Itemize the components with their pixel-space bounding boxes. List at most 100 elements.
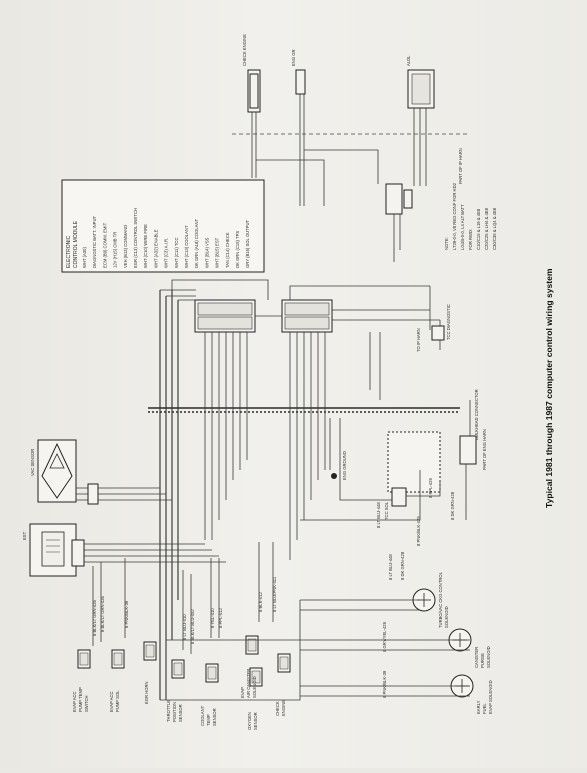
module-line: DIAGNOSTIC BATT. INPUT xyxy=(92,216,97,268)
component-label: OXYGEN xyxy=(247,712,252,730)
lt-blu-448-label: 8 LT BLU-448 xyxy=(376,502,381,528)
module-line: TAN (C14) CHECK xyxy=(225,232,230,268)
component-label: SENSOR xyxy=(253,712,258,730)
check-engine-label: CHECK ENGINE xyxy=(242,34,247,66)
component-label: TURBO/VAC CKG CONTROL xyxy=(438,571,443,628)
component-label: SOLENOID xyxy=(252,676,257,698)
module-line: ECM (B9) COMM. EMIT xyxy=(102,222,107,268)
module-line: 12V (H15) CMB TR xyxy=(113,232,118,268)
wire-label: 8 LT BLU-448 xyxy=(388,554,393,580)
wire-label: 8 BLK-412 xyxy=(258,592,263,612)
component-label: EARLY xyxy=(476,700,481,714)
bottom-wire-labels: 8 GRY/YEL-429 8 PNK/BLK-39 8 PNK/BLK-429 8 … xyxy=(382,516,421,698)
engine-ground-label: ENG GROUND xyxy=(342,451,347,480)
wire-label: 8 GRY/YEL-429 xyxy=(382,621,387,652)
vac-sensor-group: VAC SENSOR xyxy=(30,439,172,505)
eng-harness-label: PART OF ENG HARN xyxy=(482,429,487,470)
component-label: CHECK xyxy=(275,701,280,716)
wire-label: 8 PNK/BLK-39 xyxy=(124,600,129,628)
tcc-diagnostic-label: TCC DIAGNOSTIC xyxy=(446,304,451,340)
component-label: CANISTER xyxy=(474,647,479,668)
component-label: SOLENOID xyxy=(444,606,449,628)
module-line: WHT (C3) A.I.R. xyxy=(164,238,169,268)
ip-connector-block xyxy=(385,183,403,215)
module-lines: WHT (A30) DIAGNOSTIC BATT. INPUT ECM (B9) … xyxy=(82,208,250,268)
vac-sensor-connector xyxy=(87,483,99,505)
note-line: NOTE: xyxy=(444,237,449,250)
est-label: EST xyxy=(22,531,27,540)
left-component: EGR HORN xyxy=(143,641,157,704)
diagram-title: Typical 1981 through 1987 computer contr… xyxy=(544,268,554,508)
bulkhead-label: BULKHEAD CONNECTOR xyxy=(474,389,479,440)
tcc-module-outline xyxy=(387,431,441,493)
component-label: EVAP SOLENOID xyxy=(488,680,493,714)
est-group: EST xyxy=(22,523,226,577)
note-line: C30/C35 & LQ4 & 4E8 xyxy=(492,207,497,250)
module-line: WHT (C10) WIRE FIRE xyxy=(143,224,148,268)
component-label: SWITCH xyxy=(84,695,89,712)
component-label: COOLANT xyxy=(200,705,205,726)
module-line: WHT (A32) ENABLE xyxy=(153,229,158,268)
component-label: TEMP xyxy=(206,714,211,726)
ppl-429-label: 8 PPL-429 xyxy=(428,478,433,498)
wire-label: 8 PNK/BLK-429 xyxy=(416,516,421,546)
wire-label: 8 BLK/LT BLU-452 xyxy=(190,609,195,644)
module-line: DK GRN (A18) COOLANT xyxy=(194,218,199,268)
engine-ground-point xyxy=(331,473,337,479)
est-connector xyxy=(71,539,85,567)
note-line: C10/C15 & L19 & 4E8 xyxy=(476,208,481,250)
component-label: EGR HORN xyxy=(144,681,149,704)
component-label: THROTTLE xyxy=(166,700,171,722)
note-line: FOR RWD: xyxy=(468,229,473,250)
component-label: EVAP xyxy=(240,687,245,698)
module-heading-1: ELECTRONIC xyxy=(66,235,72,268)
ip-harness-section: CHECK ENGINE ENG GR ALDL PART OF IP HARN xyxy=(232,34,470,262)
bulkhead-connector-right xyxy=(459,435,477,465)
module-line: VEH (B13) COMMAND xyxy=(123,225,128,268)
tcc-diagnostic-connector xyxy=(431,325,445,341)
wire-label: 8 PPL-412 xyxy=(218,608,223,628)
tcc-sol-label: TCC SOL xyxy=(384,501,389,520)
component-label: POSITION xyxy=(172,702,177,722)
module-line: WHT (A30) xyxy=(82,247,87,268)
module-line: GRY (B16) SOL OUTPUT xyxy=(245,219,250,268)
component-label: ENGINE xyxy=(281,700,286,716)
module-line: WHT (B14) VSS xyxy=(204,237,209,268)
component-label: FUEL xyxy=(482,703,487,714)
component-label: PUMP TEMP xyxy=(78,687,83,712)
component-label: SENSOR xyxy=(178,704,183,722)
to-ip-harness-label: TO IP HARN xyxy=(416,328,421,352)
component-label: SENSOR xyxy=(212,708,217,726)
main-harness: BULKHEAD CONNECTOR TCC DIAG xyxy=(148,279,487,700)
module-heading-2: CONTROL MODULE xyxy=(73,220,79,268)
wire-label: 8 BLK/LT GRN-435 xyxy=(92,599,97,636)
module-line: DK GRN (C15) TPS xyxy=(235,231,240,268)
component-label: EVAP ACC xyxy=(109,691,114,712)
wire-label: 8 LT BLU/PNK-411 xyxy=(272,576,277,612)
vac-sensor-label: VAC SENSOR xyxy=(30,449,35,476)
ip-harness-label: PART OF IP HARN xyxy=(458,148,463,184)
component-label: EVAP ACC xyxy=(72,691,77,712)
wire-label: 8 PNK/BLK-39 xyxy=(382,670,387,698)
component-label: SOLENOID xyxy=(486,646,491,668)
module-line: WHT (B15) EST xyxy=(215,237,220,268)
vac-sensor-body xyxy=(37,439,77,503)
wire-label: 8 BLK/LT GRN-435 xyxy=(100,595,105,632)
component-label: PUMP SOL xyxy=(115,690,120,712)
aldl-label: ALDL xyxy=(406,55,411,66)
wire-label: 8 LT BLU-410 xyxy=(182,614,187,640)
